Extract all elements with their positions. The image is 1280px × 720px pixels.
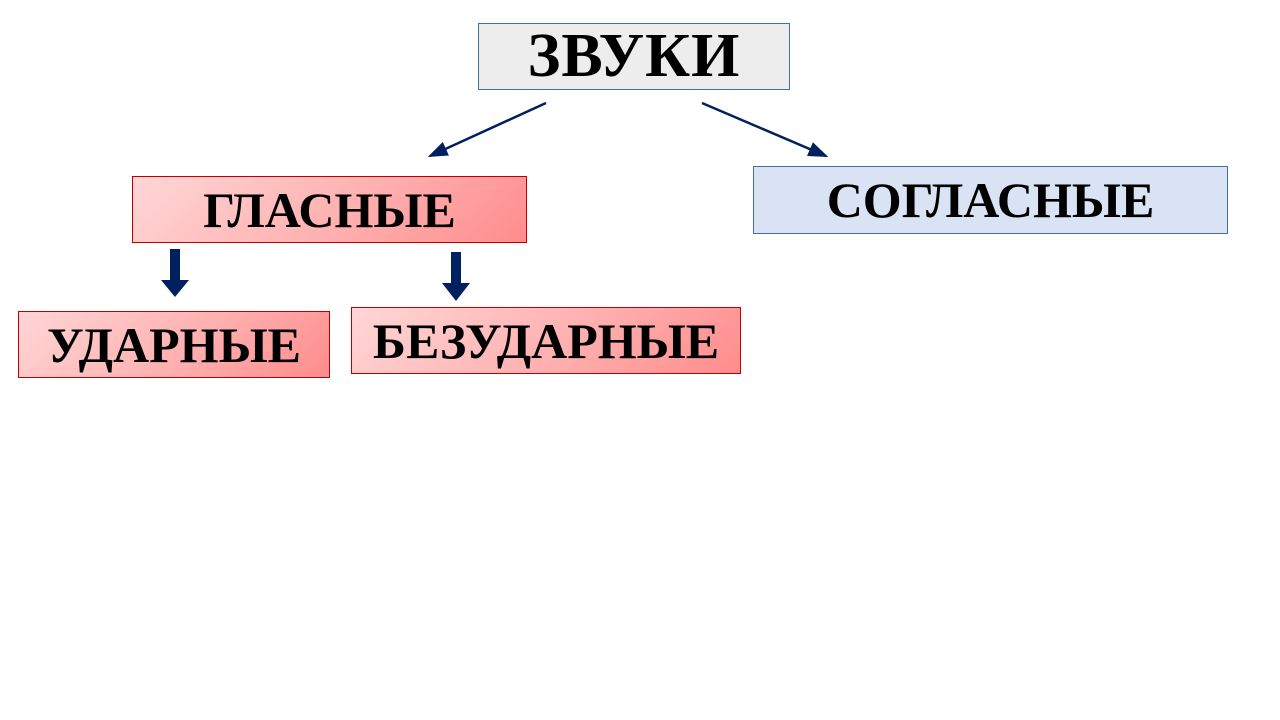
vowels-box: ГЛАСНЫЕ bbox=[132, 176, 527, 243]
arrow-vowels-to-stressed bbox=[161, 249, 189, 297]
arrow-root-to-vowels bbox=[427, 101, 547, 158]
vowels-label: ГЛАСНЫЕ bbox=[203, 181, 456, 238]
consonants-label: СОГЛАСНЫЕ bbox=[826, 172, 1155, 228]
sounds-box: ЗВУКИ bbox=[478, 22, 790, 90]
unstressed-box: БЕЗУДАРНЫЕ bbox=[351, 307, 741, 374]
unstressed-label: БЕЗУДАРНЫЕ bbox=[372, 312, 720, 369]
stressed-label: УДАРНЫЕ bbox=[46, 316, 302, 373]
arrow-vowels-to-unstressed bbox=[442, 252, 470, 301]
sounds-label: ЗВУКИ bbox=[527, 22, 741, 90]
consonants-box: СОГЛАСНЫЕ bbox=[753, 166, 1228, 234]
stressed-box: УДАРНЫЕ bbox=[18, 311, 330, 378]
arrow-root-to-consonants bbox=[701, 101, 829, 158]
